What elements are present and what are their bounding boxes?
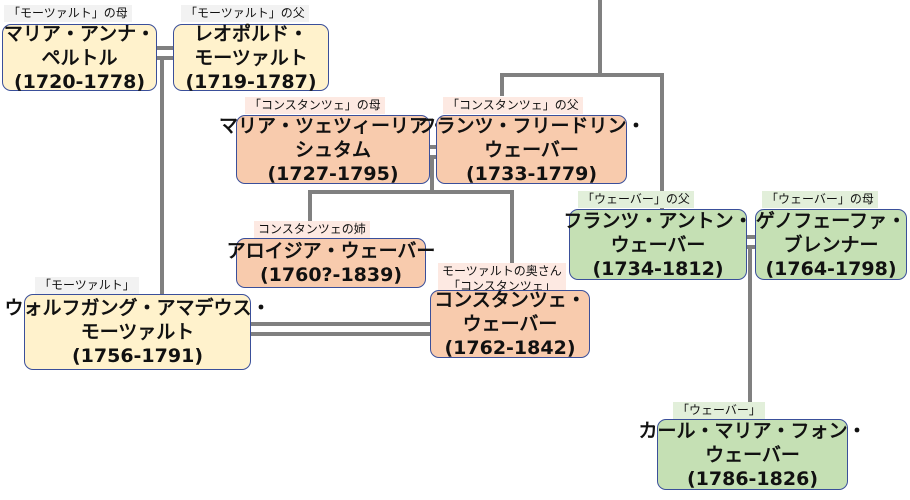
person-name-line: ブレンナー [783, 233, 879, 256]
person-years: (1762-1842) [444, 337, 576, 359]
person-name-line: モーツァルト [194, 46, 308, 69]
tag-fridolin: 「コンスタンツェ」の父 [443, 97, 583, 114]
person-name-line: ウェーバー [462, 313, 558, 335]
person-name-line: ウェーバー [705, 443, 800, 466]
person-name-line: カール・マリア・フォン・ [638, 419, 867, 442]
person-name-line: マリア・アンナ・ [3, 22, 156, 45]
tag-anna: 「モーツァルト」の母 [4, 5, 132, 22]
person-years: (1733-1779) [465, 162, 597, 185]
person-name-line: ゲノフェーファ・ [755, 209, 907, 232]
person-box-franz-anton: フランツ・アントン・ ウェーバー (1734-1812) [563, 209, 753, 280]
tag-franz-anton: 「ウェーバー」の父 [578, 191, 694, 208]
person-box-stamm: マリア・ツェツィーリア・ シュタム (1727-1795) [219, 115, 447, 185]
person-name-line: アロイジア・ウェーバー [226, 240, 436, 262]
person-years: (1719-1787) [185, 70, 317, 93]
person-box-genovefa: ゲノフェーファ・ ブレンナー (1764-1798) [755, 209, 907, 280]
person-box-leopold: レオポルド・ モーツァルト (1719-1787) [173, 22, 329, 93]
tag-line: 「コンスタンツェ」 [448, 279, 556, 293]
tag-aloysia: コンスタンツェの姉 [254, 221, 370, 238]
person-box-aloysia: アロイジア・ウェーバー (1760?-1839) [227, 238, 435, 288]
line-weber-parents-to-daughters [308, 157, 434, 222]
tag-genovefa: 「ウェーバー」の母 [762, 191, 878, 208]
person-years: (1720-1778) [13, 70, 145, 93]
person-name-line: ペルトル [41, 46, 118, 69]
tag-leopold: 「モーツァルト」の父 [181, 5, 309, 22]
line-top-to-franz-anton [600, 73, 664, 210]
person-years: (1764-1798) [765, 257, 897, 280]
person-box-constanze: コンスタンツェ・ ウェーバー (1762-1842) [430, 289, 590, 359]
person-box-carl: カール・マリア・フォン・ ウェーバー (1786-1826) [639, 419, 867, 490]
person-years: (1734-1812) [592, 257, 724, 280]
person-name-line: レオポルド・ [193, 22, 308, 45]
tag-wolfgang: 「モーツァルト」 [35, 277, 139, 294]
person-name-line: フランツ・フリードリン・ [417, 114, 646, 137]
person-name-line: シュタム [294, 138, 371, 161]
line-top-trunk [500, 0, 602, 96]
tag-line: モーツァルトの奥さん [442, 264, 562, 278]
person-name-line: ウェーバー [610, 233, 706, 256]
person-box-wolfgang: ウォルフガング・アマデウス・ モーツァルト (1756-1791) [5, 294, 271, 370]
person-name-line: ウォルフガング・アマデウス・ [4, 297, 271, 319]
person-box-fridolin: フランツ・フリードリン・ ウェーバー (1733-1779) [418, 115, 646, 185]
person-name-line: ウェーバー [484, 138, 579, 161]
person-name-line: モーツァルト [80, 321, 195, 343]
person-years: (1760?-1839) [259, 264, 403, 286]
tag-constanze: モーツァルトの奥さん 「コンスタンツェ」 [438, 263, 566, 295]
person-name-line: コンスタンツェ・ [434, 289, 586, 311]
line-weber-parents-to-constanze [432, 190, 514, 263]
person-years: (1756-1791) [71, 345, 203, 367]
person-years: (1786-1826) [686, 467, 818, 490]
person-box-anna: マリア・アンナ・ ペルトル (1720-1778) [2, 22, 157, 93]
person-years: (1727-1795) [267, 162, 399, 185]
person-name-line: フランツ・アントン・ [563, 209, 753, 232]
tag-carl: 「ウェーバー」 [673, 402, 765, 419]
person-name-line: マリア・ツェツィーリア・ [219, 114, 448, 137]
tag-stamm: 「コンスタンツェ」の母 [245, 97, 385, 114]
